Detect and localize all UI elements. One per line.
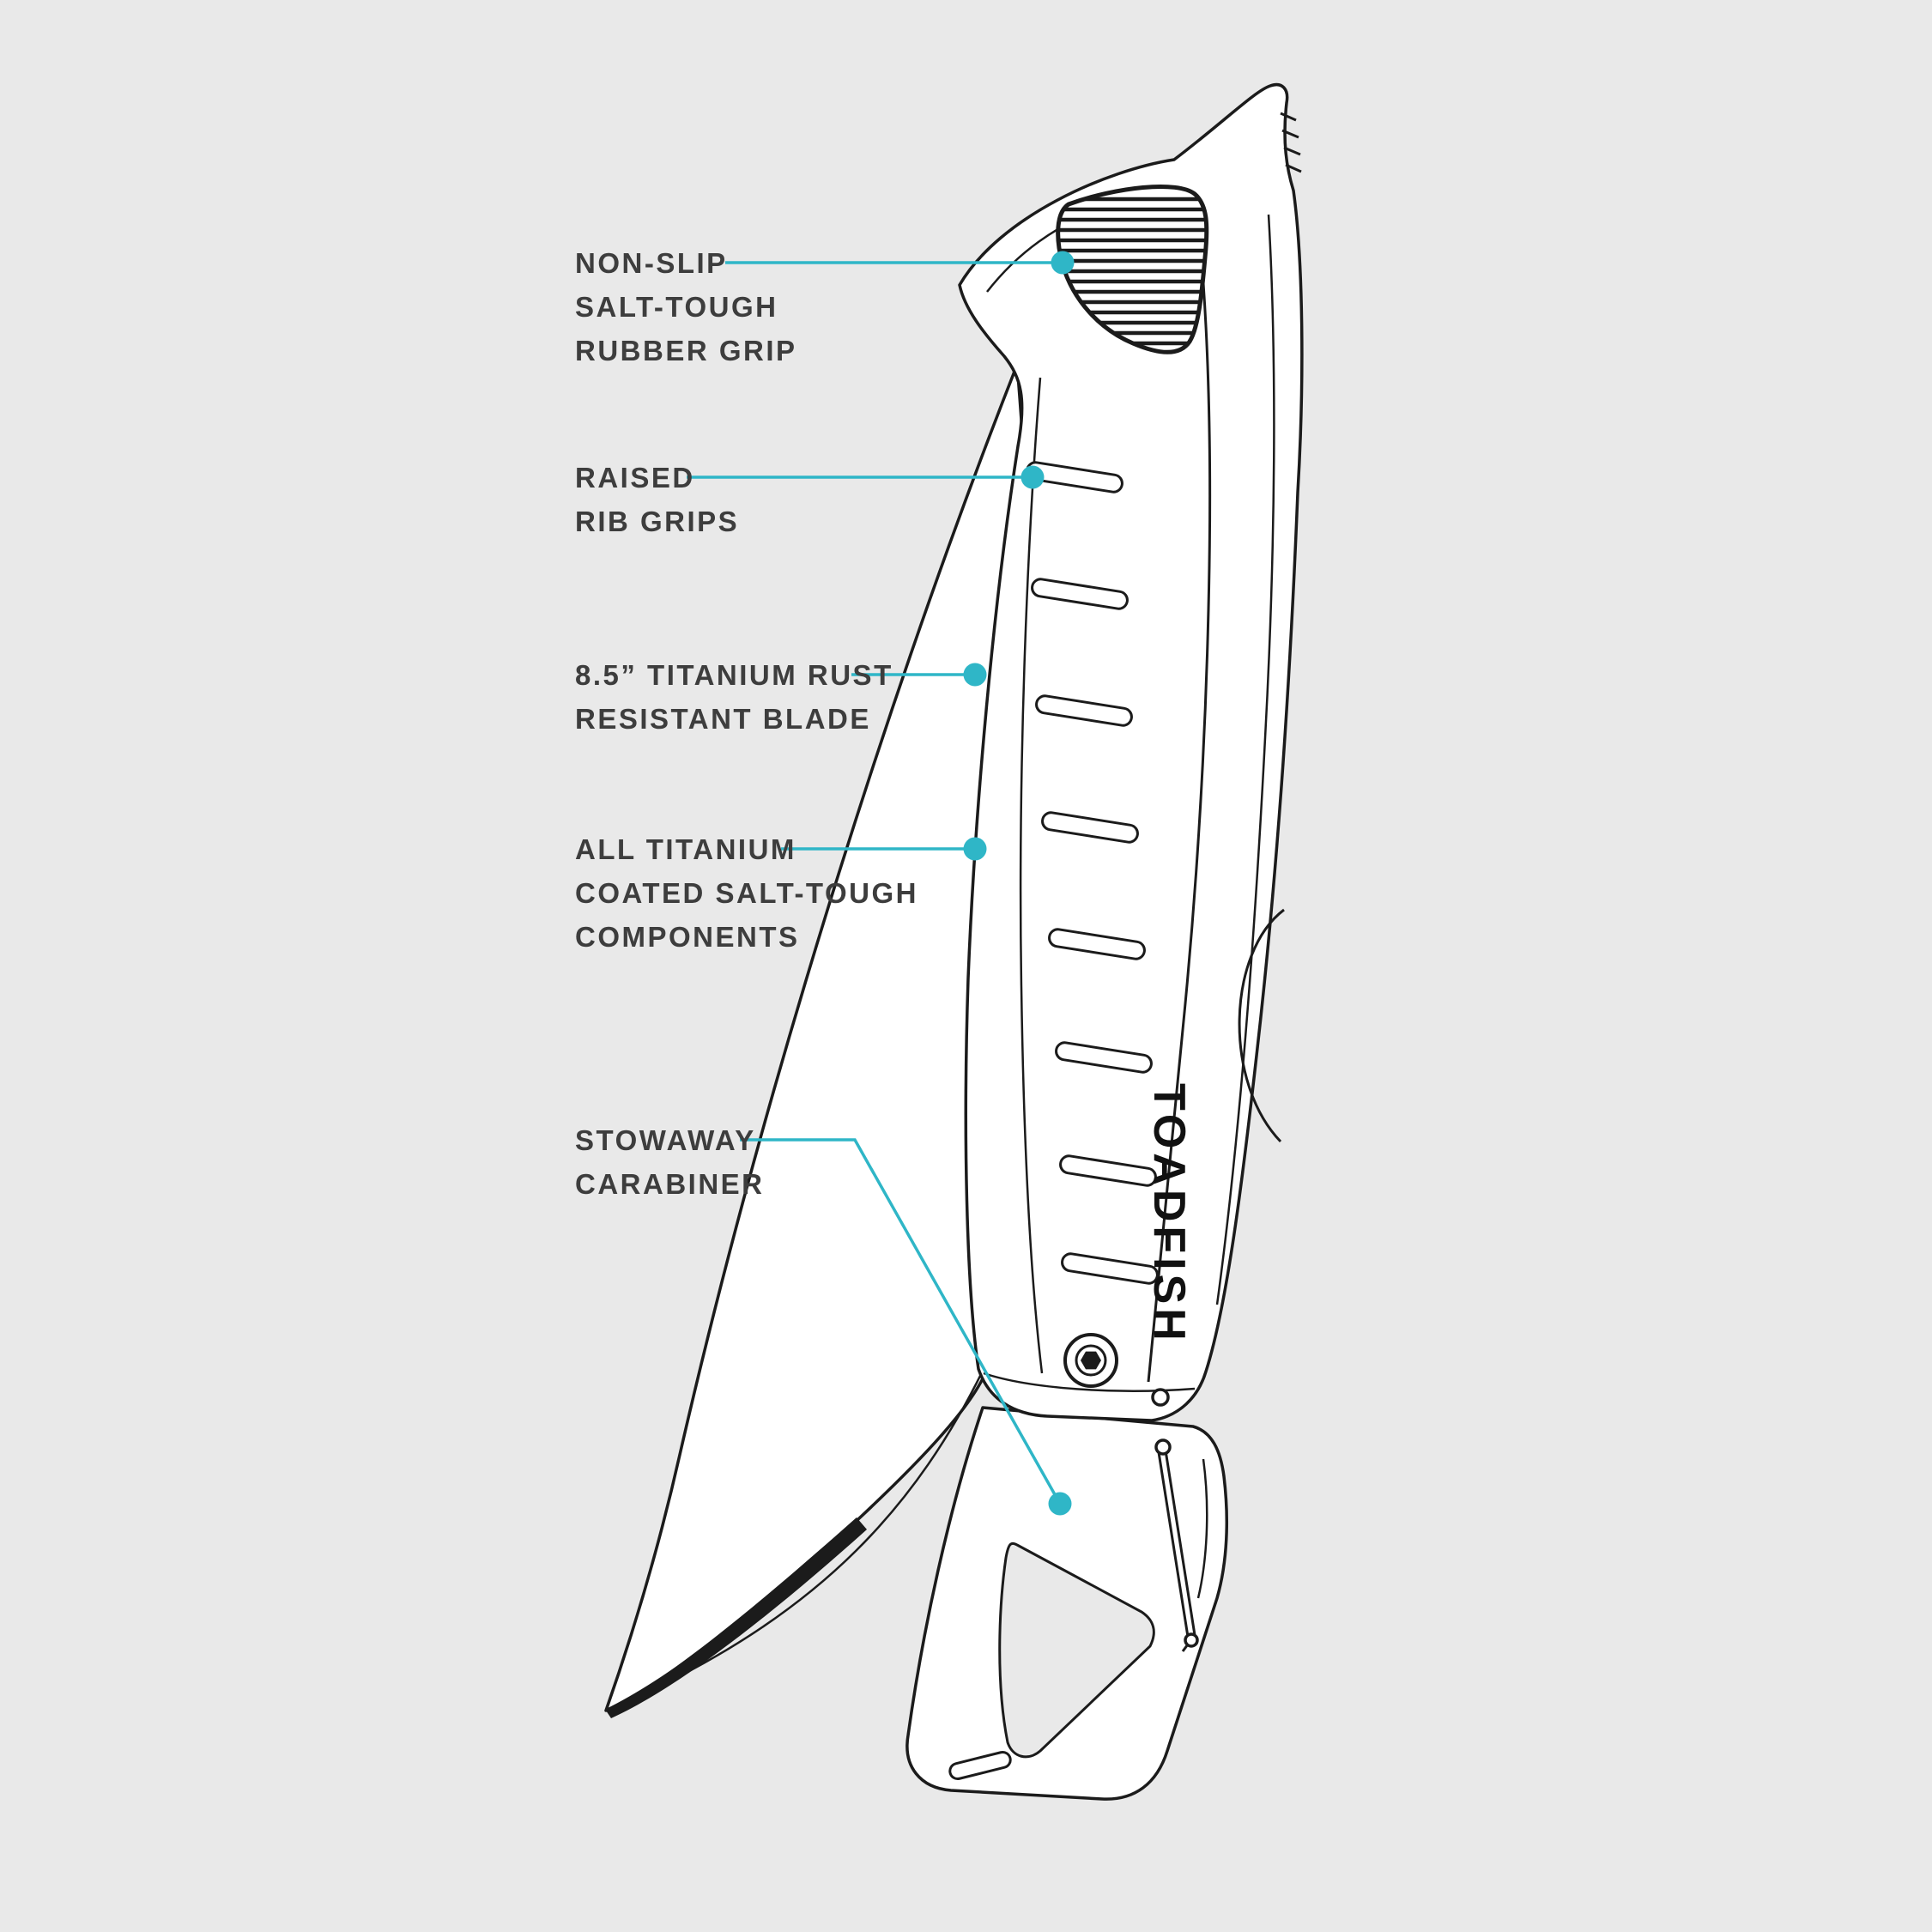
carabiner-wire-gate xyxy=(1154,1438,1199,1652)
callout-label-line: RESISTANT BLADE xyxy=(575,703,871,735)
carabiner-slot xyxy=(948,1750,1012,1781)
callout-label-line: ALL TITANIUM xyxy=(575,833,796,865)
handle-pin xyxy=(1151,1388,1170,1407)
handle-seam-line xyxy=(1147,282,1212,1383)
callout-dot-carabiner xyxy=(1048,1492,1072,1516)
handle: TOADFISH xyxy=(958,83,1304,1422)
callout-label-line: COATED SALT-TOUGH xyxy=(575,877,918,909)
callout-rubber-grip: NON-SLIP SALT-TOUGH RUBBER GRIP xyxy=(575,241,797,372)
callout-connectors xyxy=(687,251,1075,1516)
jimping-ticks xyxy=(1280,112,1302,173)
callout-rib-grips: RAISED RIB GRIPS xyxy=(575,456,739,543)
callout-dot-rubber-grip xyxy=(1051,251,1075,275)
raised-rib-grips xyxy=(1026,461,1159,1285)
callout-label-line: NON-SLIP xyxy=(575,247,728,279)
callout-label-line: RAISED xyxy=(575,462,695,494)
blade-bevel-line xyxy=(634,1368,985,1699)
callout-label-line: STOWAWAY xyxy=(575,1124,756,1156)
brand-text: TOADFISH xyxy=(1144,1083,1194,1345)
callout-label-line: RIB GRIPS xyxy=(575,506,740,537)
callout-label-line: COMPONENTS xyxy=(575,921,800,953)
callout-dot-components xyxy=(963,837,987,861)
callout-dot-rib-grips xyxy=(1021,465,1045,489)
stowaway-carabiner xyxy=(905,1406,1229,1801)
callout-blade: 8.5” TITANIUM RUST RESISTANT BLADE xyxy=(575,653,893,741)
callout-label-line: SALT-TOUGH xyxy=(575,291,778,323)
callout-components: ALL TITANIUM COATED SALT-TOUGH COMPONENT… xyxy=(575,827,918,959)
callout-label-line: RUBBER GRIP xyxy=(575,335,797,366)
blade-edge-shading xyxy=(606,1517,867,1718)
callout-line-carabiner xyxy=(740,1138,1062,1505)
callout-label-line: 8.5” TITANIUM RUST xyxy=(575,659,893,691)
callout-carabiner: STOWAWAY CARABINER xyxy=(575,1118,765,1206)
thumb-rest-curve xyxy=(1238,908,1285,1143)
callout-dot-blade xyxy=(963,663,987,687)
callout-label-line: CARABINER xyxy=(575,1168,765,1200)
pivot-screw xyxy=(1063,1333,1118,1388)
carabiner-cutout xyxy=(998,1541,1155,1759)
